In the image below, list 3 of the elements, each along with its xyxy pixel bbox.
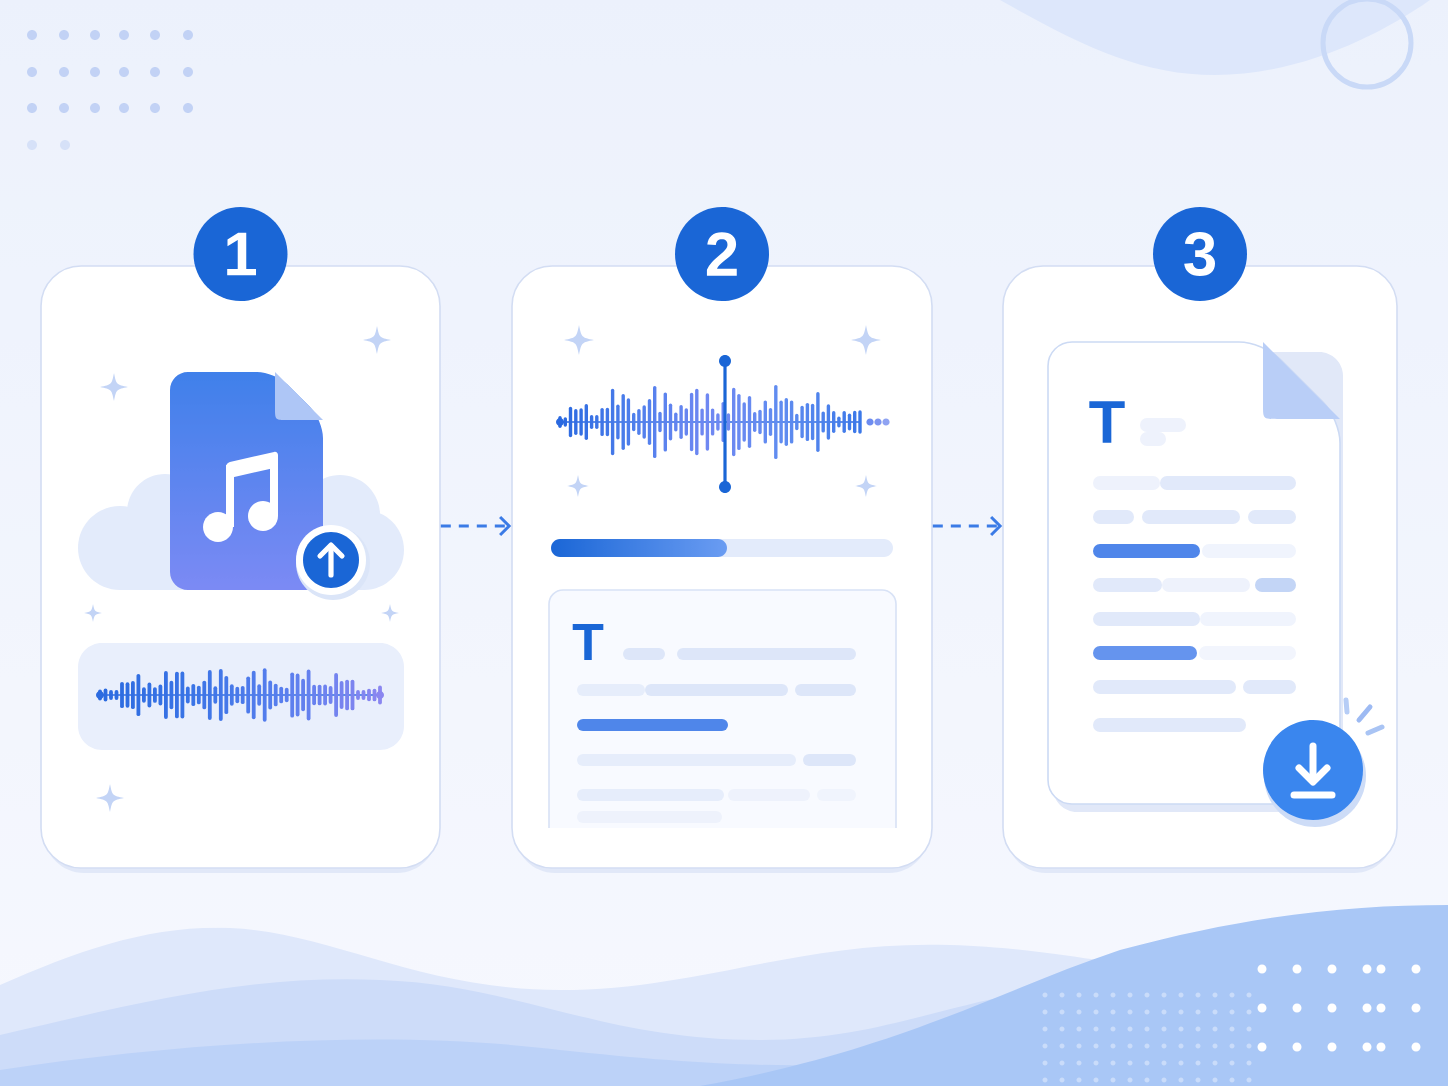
arrow: [932, 515, 1003, 537]
number-badge: 3: [1153, 207, 1247, 301]
arrow: [440, 515, 512, 537]
